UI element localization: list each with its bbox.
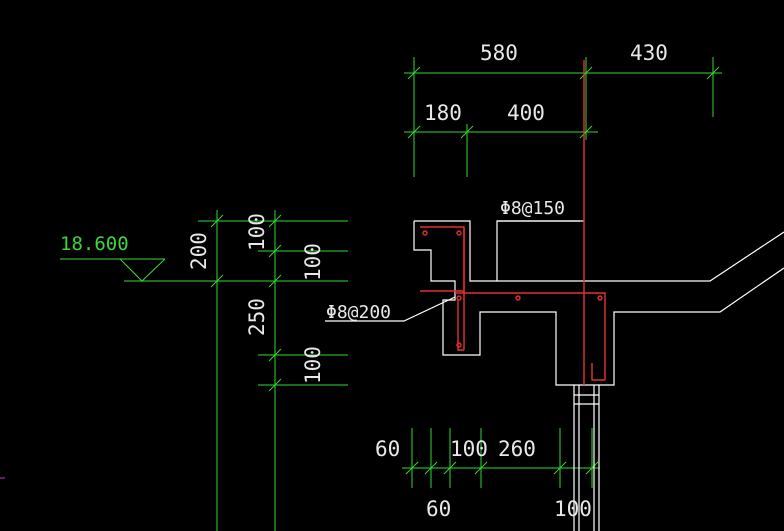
elevation-text: 18.600 xyxy=(60,233,129,255)
dim-tick-top-5 xyxy=(460,125,474,139)
dim-text-430: 430 xyxy=(630,41,668,65)
dim-tick-bottom-3 xyxy=(443,461,457,475)
dim-tick-bottom-2 xyxy=(424,461,438,475)
dim-tick-top-3 xyxy=(706,66,720,80)
rebar-beam-main xyxy=(455,292,606,380)
rebar-dot-1 xyxy=(422,230,428,236)
rebar-leader-left xyxy=(325,296,456,322)
dim-text-60-lower: 60 xyxy=(426,497,451,521)
parapet-and-slab-outline xyxy=(414,220,584,282)
dim-tick-top-4 xyxy=(407,125,421,139)
dim-text-580: 580 xyxy=(480,41,518,65)
dim-text-180: 180 xyxy=(424,101,462,125)
dim-tick-top-6 xyxy=(579,125,593,139)
rebar-beam-left-leg xyxy=(457,300,464,351)
dim-tick-left-1 xyxy=(210,214,224,228)
rebar-dot-5 xyxy=(515,295,521,301)
rebar-layout xyxy=(420,60,606,385)
dim-text-100-lower: 100 xyxy=(301,346,325,384)
dim-text-100-bottom-upper: 100 xyxy=(450,437,488,461)
rebar-dot-6 xyxy=(597,295,603,301)
rebar-dot-4 xyxy=(456,342,462,348)
dim-tick-left-2 xyxy=(210,274,224,288)
dim-tick-left-4 xyxy=(268,244,282,258)
dim-text-100-bottom-lower: 100 xyxy=(554,497,592,521)
dim-tick-left-3 xyxy=(268,214,282,228)
dim-tick-bottom-5 xyxy=(553,461,567,475)
rebar-label-left: Φ8@200 xyxy=(326,302,391,323)
beam-outline-left xyxy=(413,221,784,386)
dim-tick-bottom-6 xyxy=(585,461,599,475)
dim-text-260: 260 xyxy=(498,437,536,461)
rebar-right-hook xyxy=(591,363,605,381)
dim-text-60-upper: 60 xyxy=(375,437,400,461)
dim-tick-left-5 xyxy=(268,274,282,288)
dim-tick-bottom-4 xyxy=(474,461,488,475)
dimension-lines xyxy=(198,57,722,531)
elevation-mark xyxy=(60,258,215,282)
elevation-triangle xyxy=(119,258,166,282)
dim-tick-top-1 xyxy=(407,66,421,80)
dim-tick-bottom-1 xyxy=(405,461,419,475)
dim-tick-top-2 xyxy=(579,66,593,80)
rebar-dot-2 xyxy=(456,230,462,236)
dim-text-100-upper: 100 xyxy=(245,213,269,251)
rebar-label-top: Φ8@150 xyxy=(500,198,565,219)
dim-tick-left-7 xyxy=(268,378,282,392)
dim-tick-left-6 xyxy=(268,348,282,362)
dim-text-100-middle: 100 xyxy=(301,243,325,281)
dim-text-200: 200 xyxy=(187,232,211,270)
concrete-outline xyxy=(325,220,784,531)
dim-text-250: 250 xyxy=(245,298,269,336)
rebar-dot-3 xyxy=(456,295,462,301)
slab-top-right xyxy=(497,231,784,282)
dim-text-400: 400 xyxy=(507,101,545,125)
